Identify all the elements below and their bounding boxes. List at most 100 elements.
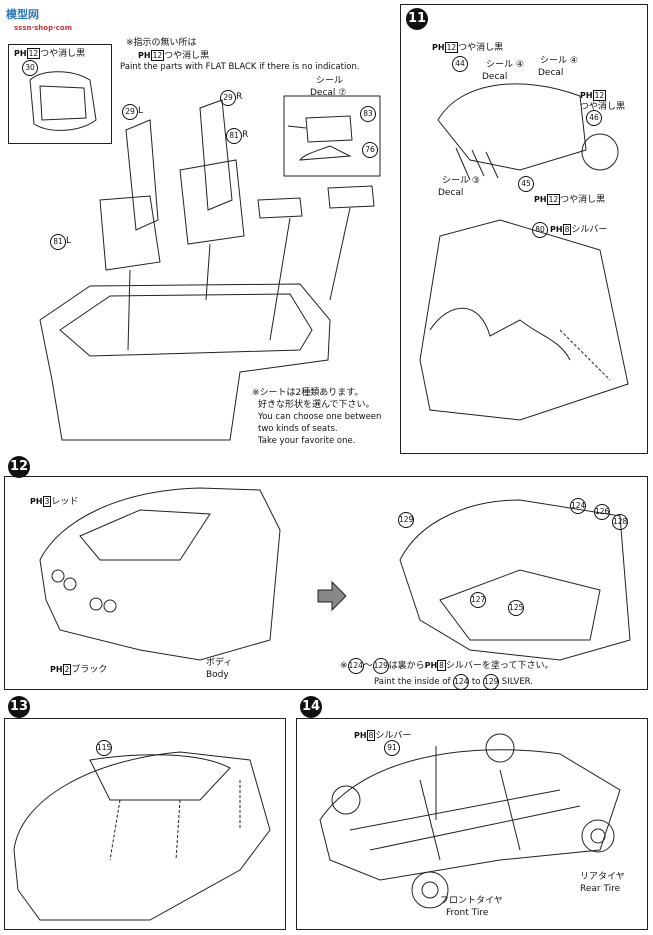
rear-tire-en: Rear Tire [580,884,621,894]
p12-body-jp: ボディ [206,658,233,668]
decal-jp-text: シール [442,176,470,186]
paint-code-12: 12 [26,48,41,59]
steering-wheel [581,133,619,171]
paint-code-prefix: PH [14,49,27,58]
p11-decal-jp-b: シール ④ [540,56,578,67]
interior-tub [39,283,331,441]
p11-flat-black-right2: つや消し黒 [580,102,626,112]
paint-code-prefix: PH [534,195,547,204]
headlight-2 [63,577,77,591]
windshield [79,509,211,561]
note-jp: ※指示の無い所は [126,38,197,48]
taillight-2 [103,599,117,613]
paint-code-8: 8 [366,730,376,741]
roll-cage [429,307,571,361]
chassis [319,749,621,881]
decal-en: Decal ⑦ [310,88,346,99]
rear-tire [581,819,615,853]
extinguisher [287,115,353,161]
p11-decal-jp-c: シール ③ [442,176,480,187]
seat-note-en1: You can choose one between [258,412,382,422]
decal-jp-text: シール [486,60,514,70]
bottle-1 [257,197,303,219]
step-13-panel [4,718,286,930]
front-tire-en: Front Tire [446,908,489,918]
black-text: ブラック [71,665,108,675]
watermark-site: sssn·shop·com [14,24,73,32]
decal-jp-text: シール [540,56,568,66]
step-14-panel [296,718,648,930]
seat-note-en3: Take your favorite one. [258,436,356,446]
part-91: 91 [384,740,400,756]
flat-black-text: つや消し黒 [164,51,210,61]
p11-decal-en-c: Decal [438,188,464,198]
silver-text: シルバー [375,731,412,741]
decal-4: ④ [515,60,524,70]
chassis-detail [349,769,581,861]
inside-panel [439,569,601,641]
part-46: 46 [586,110,602,126]
front-tire [411,871,449,909]
seat-left-back [125,119,159,231]
part-129-ref: 129 [372,658,389,674]
part-124-ref: 124 [453,674,470,690]
flat-black-text: つや消し黒 [458,43,504,53]
paint-code-prefix: PH [550,225,563,234]
decal-7: ⑦ [338,88,347,98]
part-127: 127 [470,592,486,608]
paint-code-2: 2 [62,664,72,675]
rear-tire-jp: リアタイヤ [580,872,625,882]
underbody-tub [13,751,271,921]
p12-body-en: Body [206,670,229,680]
paint-code-8: 8 [562,224,572,235]
drop-lines-13 [109,780,241,861]
p11-decal-en-a: Decal [482,72,508,82]
tire-top-right [485,733,515,763]
bottle-2 [327,185,375,209]
p12-note-en: Paint the inside of 124 to 129 SILVER. [374,674,533,690]
seat-right-back [199,99,233,211]
front-tire-hub [421,881,439,899]
paint-code-12: 12 [546,194,561,205]
step-11-number: 11 [406,8,428,30]
seat-drop-lines [127,207,351,351]
console [455,147,499,181]
red-text: レッド [51,497,79,507]
side-right-81: R [242,130,249,140]
decal-4: ④ [569,56,578,66]
side-left-29: L [138,106,144,116]
decal-en-text: Decal [310,88,336,98]
seat-note-jp: ※シートは2種類あります。 [252,388,364,398]
part-29-right: 29 [220,90,236,106]
cabin-cage [419,219,629,421]
paint-code-prefix: PH [580,91,593,100]
paint-code-prefix: PH [138,51,151,60]
step-13-number: 13 [8,696,30,718]
note-en: Paint the parts with FLAT BLACK if there… [120,62,360,72]
decal-3: ③ [471,176,480,186]
paint-code-prefix: PH [30,497,43,506]
part-44: 44 [452,56,468,72]
part-115: 115 [96,740,112,756]
p11-decal-jp-a: シール ④ [486,60,524,71]
car-body-front [39,487,281,661]
p11-decal-en-b: Decal [538,68,564,78]
step-12-panel [4,476,648,690]
part-81-right: 81 [226,128,242,144]
side-left-81: L [66,236,72,246]
front-tire-jp: フロントタイヤ [440,896,503,906]
p11-arrow [559,329,611,381]
part-129: 129 [398,512,414,528]
part-124-ref: 124 [347,658,364,674]
top-panel [89,754,231,801]
paint-code-prefix: PH [424,661,438,670]
decal-jp: シール [316,76,344,86]
